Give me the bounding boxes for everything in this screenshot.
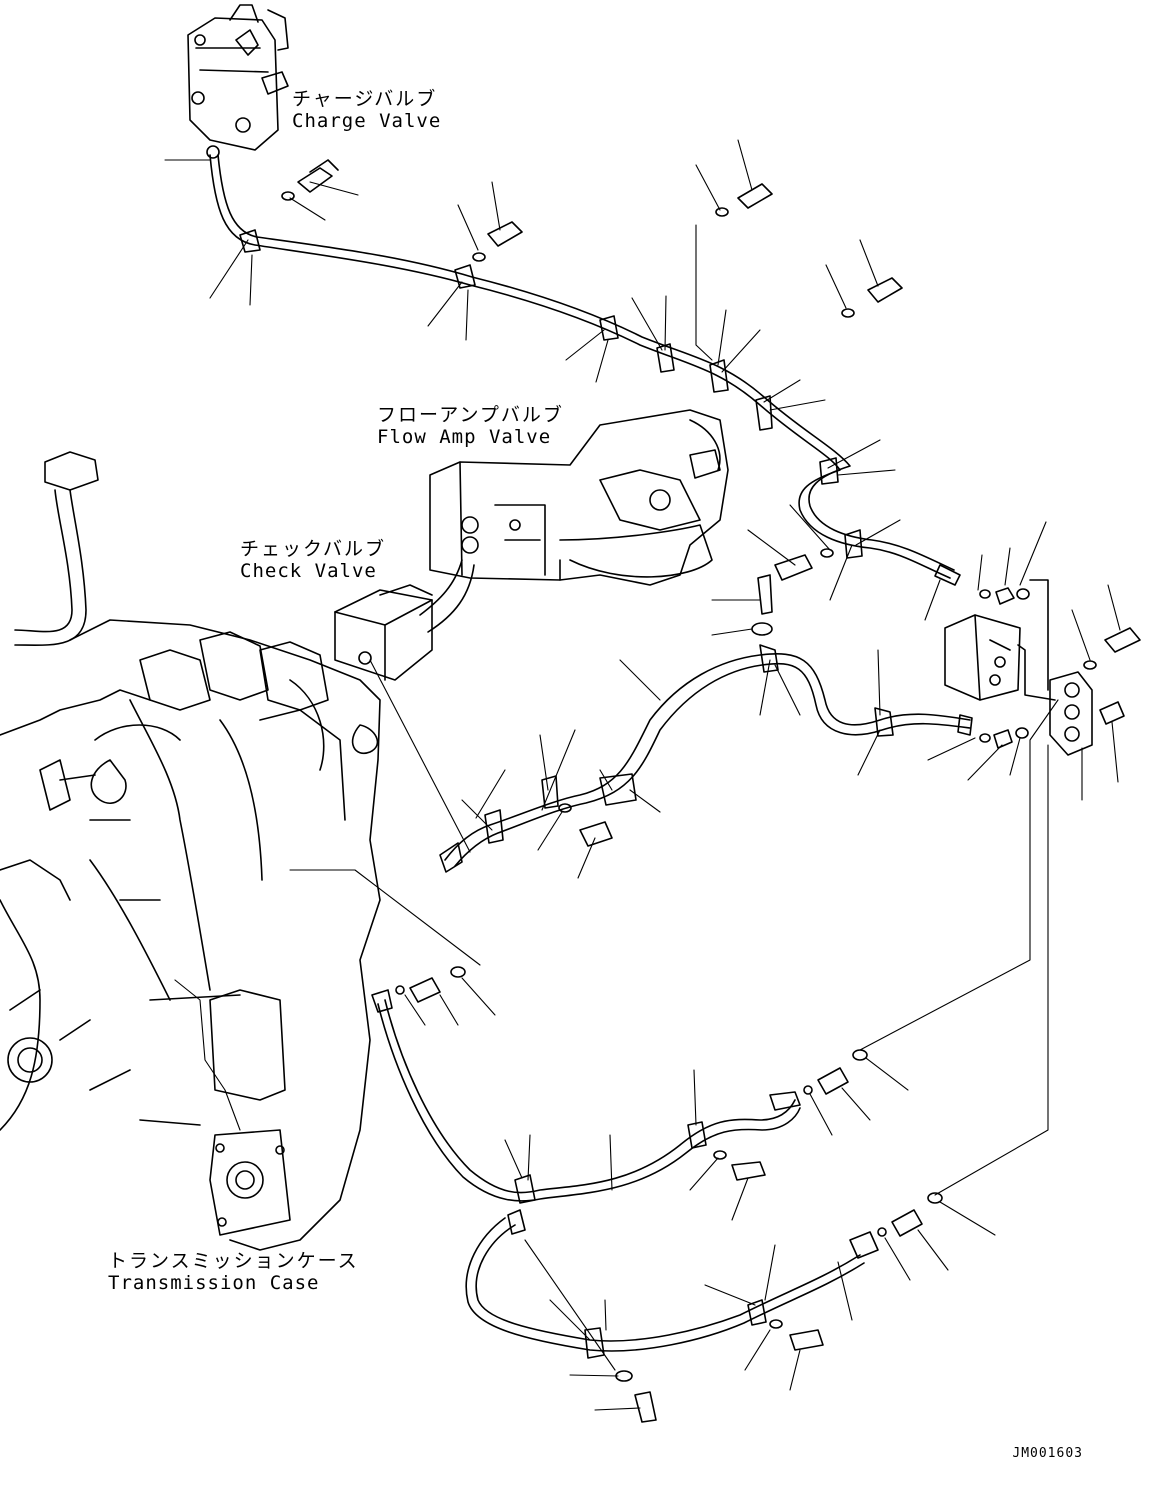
check-valve-label-jp: チェックバルブ (240, 538, 387, 560)
charge-valve-label-en: Charge Valve (292, 110, 442, 132)
leader-lines-right (859, 584, 1121, 1196)
transmission-drawing (0, 451, 381, 1251)
leader-lines-middle (461, 521, 1047, 879)
check-valve-drawing (334, 559, 475, 681)
manifold-drawing (944, 579, 1141, 756)
leader-lines-upper (164, 139, 941, 636)
hose-lower (371, 966, 943, 1423)
leader-lines-lower (404, 977, 996, 1411)
drawing-code: JM001603 (1012, 1446, 1083, 1461)
check-valve-label: チェックバルブ Check Valve (240, 538, 386, 582)
flow-amp-valve-label-en: Flow Amp Valve (377, 426, 552, 448)
charge-valve-label: チャージバルブ Charge Valve (292, 88, 441, 132)
charge-valve-drawing (187, 4, 289, 159)
leader-lines-left (174, 659, 481, 1131)
check-valve-label-en: Check Valve (240, 560, 377, 582)
bolts-upper (281, 159, 903, 636)
hose-upper (209, 154, 961, 586)
flow-amp-valve-drawing (429, 409, 729, 586)
transmission-case-label: トランスミッションケース Transmission Case (108, 1250, 359, 1294)
transmission-case-label-jp: トランスミッションケース (108, 1250, 359, 1272)
flow-amp-valve-label: フローアンプバルブ Flow Amp Valve (377, 404, 564, 448)
transmission-case-label-en: Transmission Case (108, 1272, 320, 1294)
hose-middle (439, 587, 1030, 873)
charge-valve-label-jp: チャージバルブ (292, 88, 438, 110)
flow-amp-valve-label-jp: フローアンプバルブ (377, 404, 564, 426)
